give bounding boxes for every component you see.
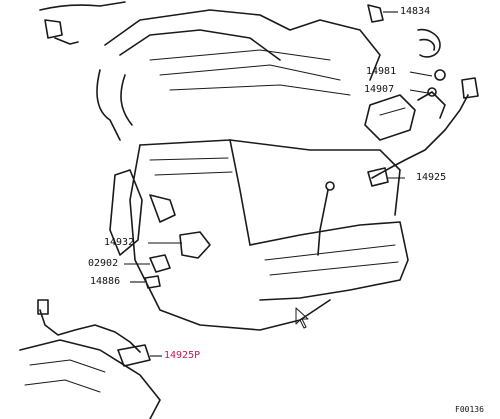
callout-02902: 02902 bbox=[88, 258, 119, 269]
cursor-mark bbox=[295, 307, 309, 329]
callout-14981: 14981 bbox=[366, 66, 397, 77]
callout-14925p: 14925P bbox=[164, 350, 201, 361]
callout-14834: 14834 bbox=[400, 6, 431, 17]
callout-14932: 14932 bbox=[104, 237, 135, 248]
engine-block bbox=[249, 221, 409, 301]
top-connector bbox=[44, 19, 63, 39]
exhaust-manifold bbox=[109, 169, 143, 256]
rear-o2-sensor bbox=[117, 344, 151, 367]
rear-o2-harness bbox=[39, 309, 141, 353]
figure-code: F00136 bbox=[455, 405, 484, 414]
front-o2-sensor bbox=[367, 167, 389, 187]
callout-14907: 14907 bbox=[364, 84, 395, 95]
throttle-body bbox=[364, 94, 416, 141]
leader-14981 bbox=[409, 71, 433, 77]
front-o2-harness bbox=[371, 94, 469, 179]
cylinder-head bbox=[139, 139, 401, 216]
callout-14925: 14925 bbox=[416, 172, 447, 183]
callout-14886: 14886 bbox=[90, 276, 121, 287]
leader-14907 bbox=[409, 89, 429, 94]
sensor-14886 bbox=[144, 275, 161, 289]
sensor-14932 bbox=[179, 231, 211, 259]
dipstick bbox=[317, 189, 329, 256]
sensor-02902 bbox=[149, 254, 171, 273]
intake-manifold bbox=[104, 9, 381, 81]
top-harness bbox=[39, 1, 126, 11]
